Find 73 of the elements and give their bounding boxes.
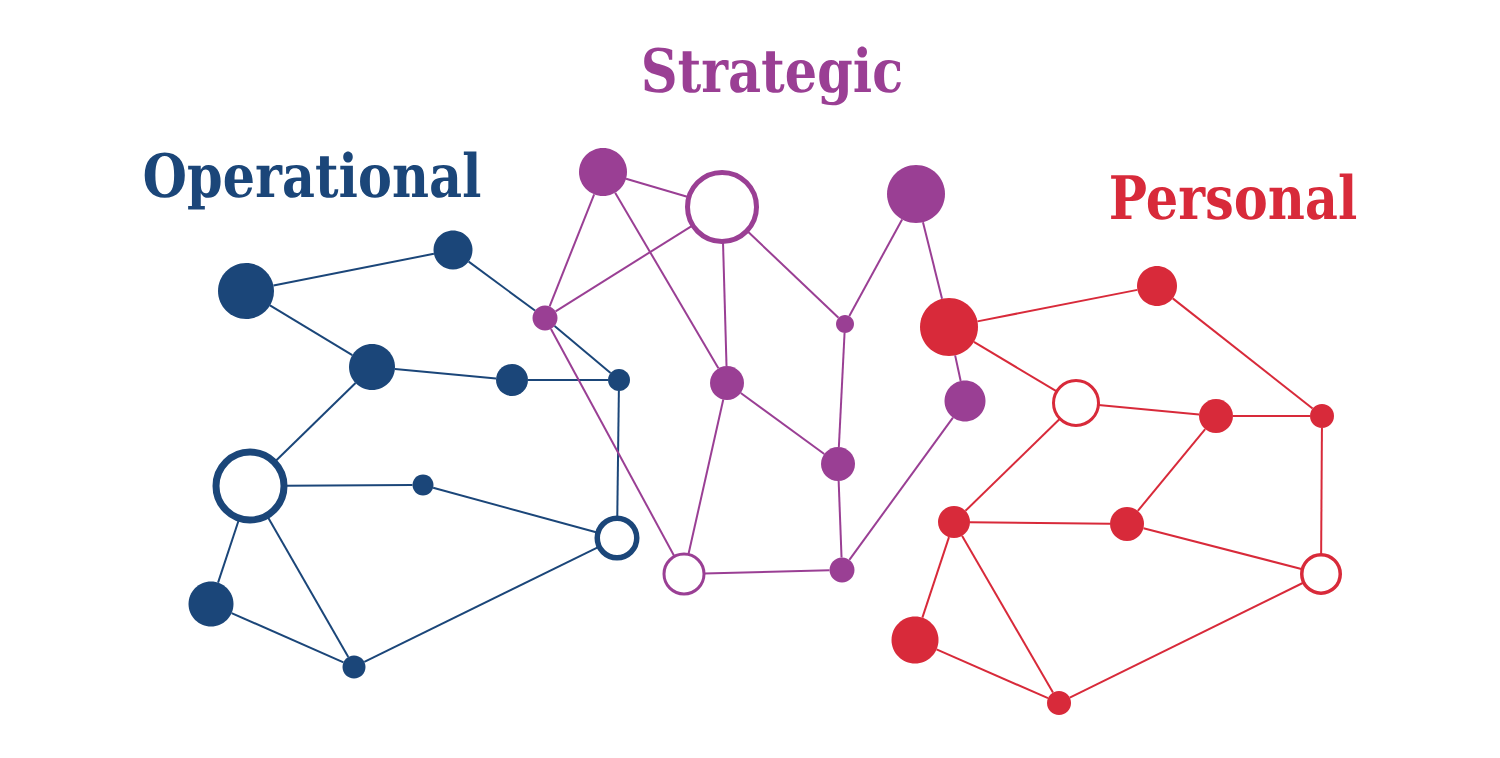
dot	[938, 506, 970, 538]
connector-line	[363, 545, 601, 663]
group-heading: Personal	[1111, 173, 1357, 220]
connector-line	[625, 177, 690, 199]
connector-line	[722, 240, 728, 367]
dot	[821, 447, 855, 481]
connector-line	[972, 340, 1058, 393]
connector-line	[432, 486, 599, 534]
connector-line	[1142, 527, 1304, 571]
connector-line	[1136, 428, 1207, 512]
connector-line	[848, 416, 954, 561]
connector-line	[548, 193, 596, 308]
connector-line	[739, 392, 826, 455]
dot	[836, 315, 854, 333]
connector-line	[1068, 581, 1305, 699]
connector-line	[976, 288, 1139, 323]
connector-line	[746, 229, 840, 319]
dot	[887, 165, 945, 223]
connector-line	[921, 536, 950, 619]
connector-line	[554, 224, 694, 313]
connector-line	[687, 398, 725, 556]
connector-line	[393, 368, 498, 380]
connector-line	[273, 382, 357, 464]
dot	[433, 230, 473, 270]
dot	[412, 474, 434, 496]
dot	[342, 655, 366, 679]
connector-line	[922, 221, 943, 300]
connector-line	[935, 648, 1049, 700]
ring	[662, 552, 706, 596]
connector-line	[1171, 297, 1314, 410]
connector-line	[614, 191, 720, 370]
connector-line	[954, 354, 962, 382]
dot	[496, 364, 528, 396]
connector-line	[549, 328, 676, 558]
connector-line	[1232, 415, 1311, 417]
ring	[1300, 553, 1342, 595]
dot	[608, 369, 630, 391]
dot	[1310, 404, 1334, 428]
dot	[944, 380, 986, 422]
group-heading: Operational	[144, 151, 481, 210]
dot	[349, 344, 395, 390]
connector-line	[969, 521, 1111, 525]
dot	[532, 305, 558, 331]
connector-line	[964, 417, 1061, 512]
group-heading: Strategic	[644, 46, 901, 106]
connector-line	[527, 379, 609, 381]
dot	[188, 581, 234, 627]
connector-line	[467, 260, 536, 312]
dot	[1137, 266, 1177, 306]
connector-line	[230, 612, 345, 664]
dot	[891, 616, 939, 664]
ring	[212, 448, 288, 524]
connector-line	[837, 480, 843, 559]
dot	[829, 557, 855, 583]
dot	[920, 298, 978, 356]
dot	[1047, 691, 1071, 715]
connector-line	[1320, 427, 1323, 556]
ring	[1052, 379, 1100, 427]
connector-line	[848, 218, 904, 318]
connector-line	[703, 569, 831, 575]
dot	[710, 366, 744, 400]
ring	[594, 515, 640, 561]
connector-line	[837, 332, 846, 448]
connector-line	[961, 534, 1054, 694]
dot	[1199, 399, 1233, 433]
connector-line	[553, 325, 612, 374]
connector-line	[272, 252, 435, 287]
ring	[685, 170, 759, 244]
connector-line	[269, 304, 354, 357]
dot	[218, 263, 274, 319]
dot	[579, 148, 627, 196]
dot	[1110, 507, 1144, 541]
connector-line	[1097, 404, 1201, 416]
